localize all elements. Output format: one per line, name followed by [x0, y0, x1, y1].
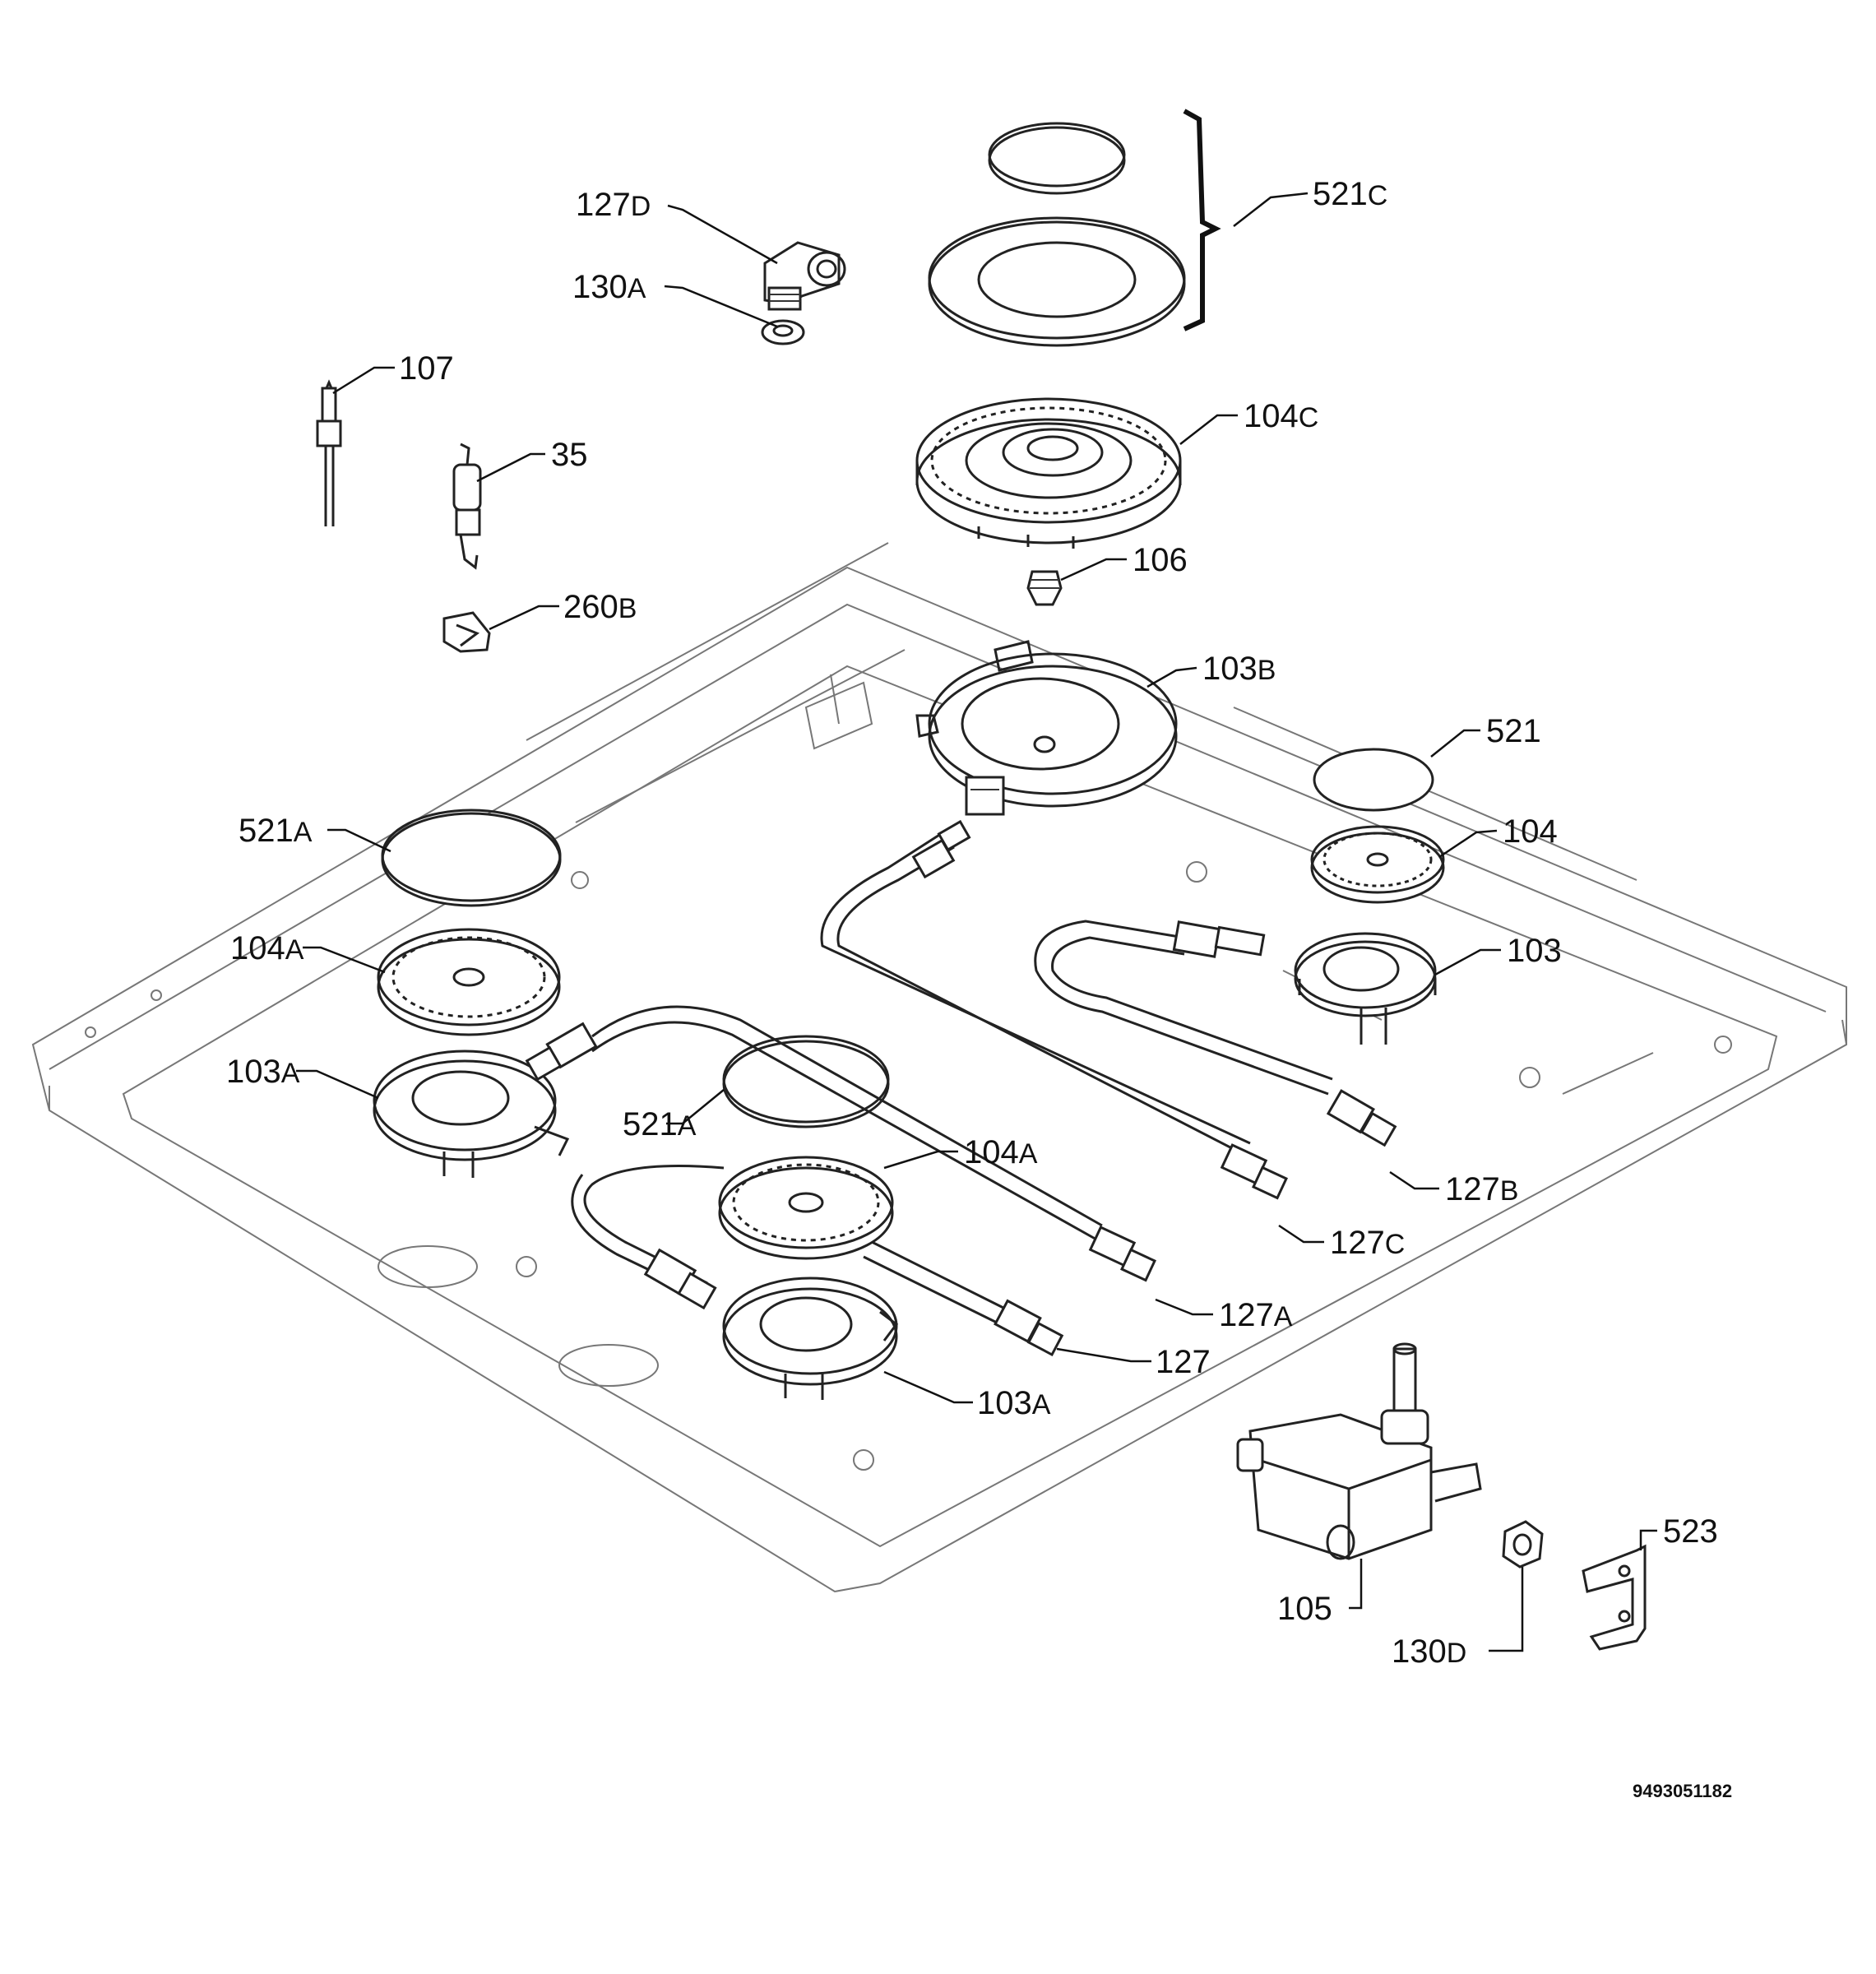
callout-labels: 521C 127D 130A 107 104C 35 106 260B 103B…: [226, 176, 1732, 1801]
callout-127d: 127D: [576, 187, 651, 223]
callout-521c: 521C: [1313, 176, 1387, 212]
callout-127: 127: [1156, 1344, 1211, 1380]
burner-cap-521: [1313, 748, 1434, 812]
callout-127b: 127B: [1445, 1171, 1518, 1207]
washer-130a: [761, 319, 805, 345]
burner-base-103a-left: [373, 1050, 570, 1178]
callout-35: 35: [551, 437, 588, 473]
gas-pipe-127a-left: [525, 1005, 1156, 1282]
burner-cap-521a-left: [381, 809, 562, 907]
spark-electrode-35: [452, 443, 482, 570]
callout-523: 523: [1663, 1513, 1718, 1550]
gas-pipe-127c: [820, 819, 1288, 1200]
callout-130a: 130A: [572, 269, 646, 305]
callout-106: 106: [1133, 542, 1188, 578]
gas-valve-105: [1236, 1342, 1482, 1560]
nut-130d: [1502, 1520, 1544, 1569]
callout-127a: 127A: [1219, 1297, 1293, 1333]
group-bracket: [1183, 109, 1221, 331]
burner-crown-104a-centre: [718, 1156, 894, 1260]
callout-107: 107: [399, 350, 454, 387]
callout-103: 103: [1507, 933, 1562, 969]
callout-260b: 260B: [563, 589, 637, 625]
burner-crown-104a-left: [377, 928, 561, 1036]
burner-base-103b: [915, 640, 1178, 816]
gas-pipe-127: [571, 1165, 1064, 1357]
flame-ring-521c: [928, 216, 1186, 347]
burner-crown-104: [1310, 825, 1445, 904]
burner-cap-521c: [988, 122, 1126, 195]
callout-127c: 127C: [1330, 1225, 1405, 1261]
burner-crown-104c: [915, 397, 1182, 549]
callout-104a-centre: 104A: [964, 1134, 1038, 1170]
gas-pipe-127b: [1034, 920, 1397, 1147]
document-id: 9493051182: [1633, 1781, 1732, 1801]
burner-base-103a-centre: [722, 1277, 899, 1400]
hob-tray: [31, 542, 1847, 1593]
callout-104c: 104C: [1244, 398, 1318, 434]
clip-260b: [442, 611, 491, 653]
callout-521: 521: [1486, 713, 1541, 749]
callout-103a-centre: 103A: [977, 1385, 1051, 1421]
injector-106: [1026, 570, 1063, 606]
bracket-523: [1582, 1544, 1647, 1651]
leader-lines: [296, 192, 1657, 1652]
callout-521a-left: 521A: [239, 813, 313, 849]
burner-base-103: [1294, 932, 1437, 1045]
callout-521a-centre: 521A: [623, 1106, 697, 1142]
callout-130d: 130D: [1392, 1633, 1466, 1670]
callout-104: 104: [1503, 813, 1558, 850]
callout-105: 105: [1277, 1591, 1332, 1627]
callout-103b: 103B: [1202, 651, 1276, 687]
callout-104a-left: 104A: [230, 930, 304, 966]
callout-103a-left: 103A: [226, 1054, 300, 1090]
elbow-connector-127d: [763, 241, 846, 311]
burner-cap-521a-centre: [722, 1035, 890, 1128]
thermocouple-107: [316, 379, 342, 526]
